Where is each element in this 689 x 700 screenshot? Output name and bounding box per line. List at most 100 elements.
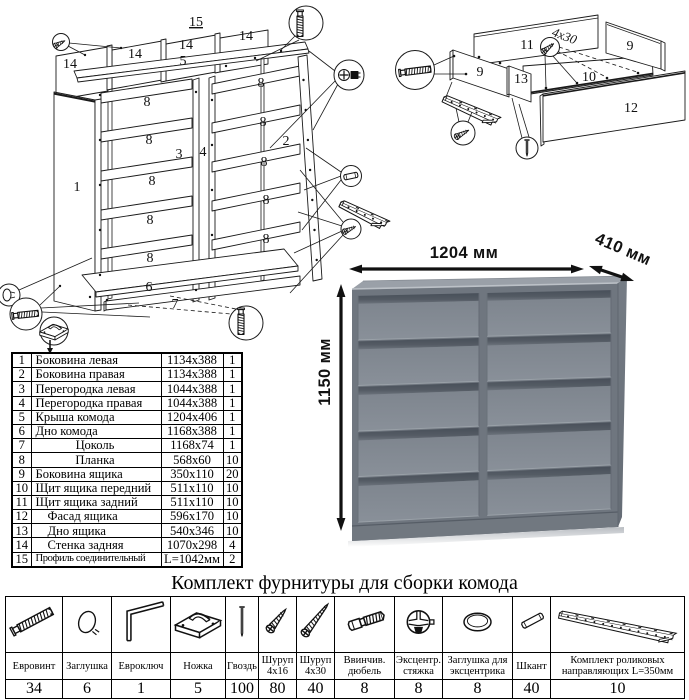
euro-screw-icon [9,606,55,637]
hardware-qty: 80 [258,679,297,699]
screw-icon [265,607,287,634]
part-number-label: 8 [149,174,156,189]
euro-screw-icon [11,309,40,320]
part-number-label: 15 [189,15,203,30]
part-size: 540х346 [160,523,224,539]
part-qty: 1 [222,395,243,411]
drawer-slide-icon [441,95,502,126]
nail-icon [225,596,259,653]
part-number: 10 [11,480,32,496]
part-number: 8 [11,452,32,468]
dimension-arrows: 1204 мм 410 мм 1150 мм [316,230,654,531]
screw-icon [453,129,470,140]
part-size: 1168х74 [160,438,224,454]
dowel-icon [343,171,359,181]
part-number-label: 7 [172,297,179,312]
part-number: 7 [11,438,32,454]
cam-cap-icon [442,596,513,653]
part-name: Перегородка правая [30,395,162,411]
part-qty: 1 [222,381,243,397]
part-size: L=1042мм [160,551,224,568]
part-number-label: 14 [128,47,142,62]
part-size: 596х170 [160,509,224,525]
nail-icon [524,139,530,157]
part-number: 2 [11,367,32,383]
part-number-label: 13 [514,72,528,87]
hardware-qty: 40 [512,679,551,699]
part-name: Дно ящика [30,523,162,539]
part-number: 5 [11,409,32,425]
part-qty: 10 [222,452,243,468]
part-number: 6 [11,423,32,440]
part-number-label: 8 [147,213,154,228]
hardware-qty: 100 [225,679,259,699]
plug-cap-icon [62,596,112,653]
drawer-side-9 [452,49,510,98]
part-number-label: 8 [261,155,268,170]
hardware-label: Ножка [170,652,226,680]
part-number-label: 12 [624,101,638,116]
drawer-slide-icon [338,200,391,229]
part-qty: 1 [222,352,243,369]
hardware-qty: 6 [62,679,112,699]
drawer-back-11 [473,14,599,66]
hex-key-icon [111,596,171,653]
part-number-label: 6 [146,280,153,295]
dowel-icon [512,596,551,653]
part-qty: 1 [222,423,243,440]
euro-screw-icon [296,9,304,37]
height-dimension-label: 1150 мм [316,338,334,406]
depth-dimension-label: 410 мм [592,230,653,270]
dowel-icon [521,612,545,629]
nail-icon [239,606,245,637]
part-number: 1 [11,352,32,369]
hardware-label: Евровинт [5,652,63,680]
part-name: Цоколь [30,438,162,454]
part-number-label: 2 [283,134,290,149]
euro-screw-icon [237,307,245,335]
hardware-qty: 8 [442,679,513,699]
part-qty: 1 [222,438,243,454]
part-size: 1070х298 [160,537,224,553]
part-number: 4 [11,395,32,411]
hardware-qty: 8 [334,679,395,699]
drawer-facade-12 [542,70,686,143]
cam-lock-icon [406,610,435,634]
foot-icon [173,612,223,639]
part-name: Щит ящика передний [30,480,162,496]
part-name: Боковина ящика [30,466,162,482]
drawer-slide-icon [557,610,678,644]
part-size: 1134х388 [160,367,224,383]
part-size: 1204х406 [160,409,224,425]
hardware-qty: 8 [394,679,443,699]
part-number-label: 8 [263,232,270,247]
part-name: Профиль соединительный [30,551,162,568]
euro-screw-icon [398,65,432,78]
part-qty: 20 [222,466,243,482]
part-number-label: 8 [146,133,153,148]
part-size: 568х60 [160,452,224,468]
part-name: Фасад ящика [30,509,162,525]
screw-dowel-icon [347,610,385,632]
hardware-qty: 5 [170,679,226,699]
part-qty: 2 [222,551,243,568]
drawer-bottom-13 [508,65,532,103]
part-name: Боковина левая [30,352,162,369]
part-number-label: 14 [63,57,77,72]
hardware-qty: 10 [550,679,685,699]
screw-long-icon [296,596,335,653]
width-dimension-label: 1204 мм [430,244,499,262]
